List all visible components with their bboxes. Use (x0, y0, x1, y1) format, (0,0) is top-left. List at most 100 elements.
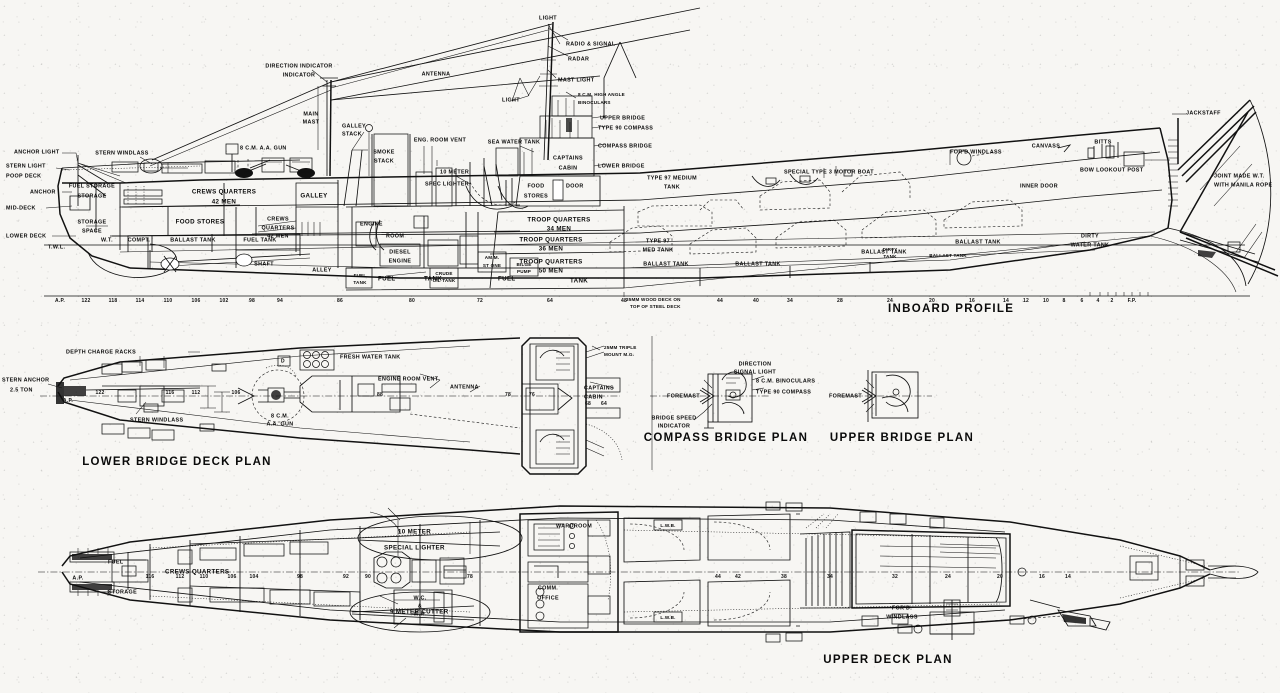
label-8cm-aa-gun: 8 C.M. A.A. GUN (240, 145, 287, 151)
label-crude-oil-tank-1: CRUDE (435, 271, 452, 276)
label-type-90-compass: TYPE 90 COMPASS (598, 125, 653, 131)
label-fuel-storage-2: STORAGE (77, 193, 106, 199)
label-smoke-stack-1: SMOKE (373, 149, 395, 155)
label-ballast-tank-3: BALLAST TANK (861, 249, 906, 255)
frame-tick: 44 (717, 298, 723, 304)
label-stern-windlass: STERN WINDLASS (95, 150, 148, 156)
label-8cm-aa-gun-plan-1: 8 C.M. (271, 413, 289, 419)
label-tank-center: TANK (424, 276, 442, 283)
label-troop-50b: 50 MEN (539, 268, 564, 275)
label-sea-water-tank: SEA WATER TANK (488, 139, 540, 145)
aa-gun-group: 8 C.M. A.A. GUN (225, 143, 315, 178)
plan-frame-112: 112 (192, 390, 201, 396)
label-engine-room-vent-plan: ENGINE ROOM VENT (378, 376, 439, 382)
label-shaft: SHAFT (254, 261, 274, 267)
label-type-97-med-tank-up-2: TANK (664, 184, 680, 190)
frame-tick: 34 (787, 298, 793, 304)
label-mast-light: MAST LIGHT (558, 77, 595, 83)
label-troop-50a: TROOP QUARTERS (519, 259, 582, 266)
label-joint-manila-2: WITH MANILA ROPE (1214, 182, 1272, 188)
title-upper-deck-plan: UPPER DECK PLAN (823, 654, 952, 666)
label-wc-wr-2: & (418, 603, 422, 609)
label-8cm-binoculars: 8 C.M. BINOCULARS (756, 378, 815, 384)
label-wc-wr-1: W.C. (413, 595, 426, 601)
label-troop-36a: TROOP QUARTERS (519, 237, 582, 244)
label-crews-quarters-42a-men: 42 MEN (212, 199, 237, 206)
label-food-stores: FOOD STORES (176, 219, 225, 226)
udp-frame-106: 106 (228, 574, 237, 580)
label-compt: COMPT. (128, 237, 151, 243)
label-fuel-storage-1: FUEL STORAGE (69, 183, 115, 189)
label-fuel-center: FUEL (378, 276, 396, 283)
spec-lighter-group: 10 METER SPEC LIGHTER (425, 160, 517, 210)
udp-frame-104: 104 (250, 574, 259, 580)
label-ford-windlass-plan-2: WINDLASS (886, 614, 918, 620)
udp-frame-38: 38 (781, 574, 787, 580)
frame-tick: F.P. (1128, 298, 1137, 304)
title-inboard-profile: INBOARD PROFILE (888, 303, 1014, 315)
frame-tick: 80 (409, 298, 415, 304)
label-fuel-tank-small-1: FUEL (354, 273, 367, 278)
label-direction-indicator-1: DIRECTION INDICATOR (265, 63, 332, 69)
label-antenna: ANTENNA (422, 71, 451, 77)
label-storage-space-2: SPACE (82, 228, 102, 234)
label-d-marker: D (281, 358, 285, 364)
udp-frame-110: 110 (200, 574, 209, 580)
udp-frame-98: 98 (297, 574, 303, 580)
masts-and-rigging: DIRECTION INDICATOR INDICATOR MAIN MAST … (149, 7, 701, 177)
label-type-90-compass-plan: TYPE 90 COMPASS (756, 389, 811, 395)
forward-holds: TYPE 97 MEDIUM TANK SPECIAL TYPE 3 MOTOR… (609, 166, 1151, 289)
label-stern-anchor-1: STERN ANCHOR (2, 377, 49, 383)
label-ap-upper-deck: A.P. (72, 575, 83, 581)
label-wc-wr-3: W.R. (413, 611, 426, 617)
label-crude-oil-tank-2: OIL TANK (433, 278, 456, 283)
frame-tick: 6 (1081, 298, 1084, 304)
label-small-tank-1: DIRTY (883, 247, 898, 252)
label-troop-34a: TROOP QUARTERS (527, 217, 590, 224)
label-spec-lighter: SPEC LIGHTER (425, 181, 469, 187)
label-crews-quarters-42b-3: 42 MEN (267, 233, 289, 239)
label-direction-indicator-2: INDICATOR (283, 72, 316, 78)
frame-tick: A.P. (55, 298, 65, 304)
label-jackstaff: JACKSTAFF (1186, 110, 1221, 116)
udp-frame-30: 32 (892, 574, 898, 580)
frame-tick: 12 (1023, 298, 1029, 304)
label-diesel-engine-2: ENGINE (389, 258, 412, 264)
bridge-structure: UPPER BRIDGE TYPE 90 COMPASS COMPASS BRI… (497, 95, 653, 209)
frame-scale-inboard: A.P. 122 118 114 110 106 102 98 94 86 80… (44, 292, 1250, 315)
label-smoke-stack-2: STACK (374, 158, 394, 164)
plan-frame-106: 106 (232, 390, 241, 396)
label-crews-quarters-upper: CREWS QUARTERS (165, 569, 229, 576)
note-wood-deck-2: TOP OF STEEL DECK (630, 304, 681, 309)
label-bilge-pump-1: BILGE (516, 262, 531, 267)
label-galley-stack-2: STACK (342, 131, 362, 137)
frame-tick: 106 (192, 298, 201, 304)
plan-frame-122: 122 (96, 390, 105, 396)
frame-tick: 40 (753, 298, 759, 304)
plan-frame-116: 116 (166, 390, 175, 396)
udp-frame-44: 44 (715, 574, 721, 580)
label-galley-stack-1: GALLEY (342, 123, 366, 129)
label-stern-light: STERN LIGHT (6, 163, 46, 169)
view-upper-bridge-plan: FOREMAST UPPER BRIDGE PLAN (829, 370, 973, 444)
label-tank-fwd: TANK (570, 278, 588, 285)
label-main-mast-2: MAST (303, 119, 320, 125)
view-inboard-profile: ANCHOR LIGHT STERN LIGHT POOP DECK ANCHO… (6, 7, 1279, 315)
label-main-mast-1: MAIN (303, 111, 318, 117)
label-fresh-water-tank: FRESH WATER TANK (340, 354, 401, 360)
label-joint-manila-1: JOINT MADE W.T. (1214, 173, 1265, 179)
label-25mm-triple-mount-2: MOUNT M.G. (604, 352, 634, 357)
label-lwb-1: L.W.B. (660, 523, 675, 528)
frame-tick: 64 (547, 298, 553, 304)
deckhouse-plan: WARDROOM COMM. OFFICE (519, 511, 619, 633)
frame-tick: 114 (136, 298, 145, 304)
udp-frame-16: 16 (1039, 574, 1045, 580)
view-upper-deck-plan: A.P. FUEL STORAGE CREWS QUARTERS 116 112… (38, 501, 1259, 666)
label-ford-windlass: FOR'D WINDLASS (950, 149, 1002, 155)
label-upper-bridge: UPPER BRIDGE (600, 115, 645, 121)
label-direction-signal-light-2: SIGNAL LIGHT (734, 369, 776, 375)
frame-tick: 110 (164, 298, 173, 304)
engine-spaces: ENGINE ROOM DIESEL ENGINE FUEL TANK CRUD… (345, 204, 625, 291)
label-mid-deck: MID-DECK (6, 205, 36, 211)
